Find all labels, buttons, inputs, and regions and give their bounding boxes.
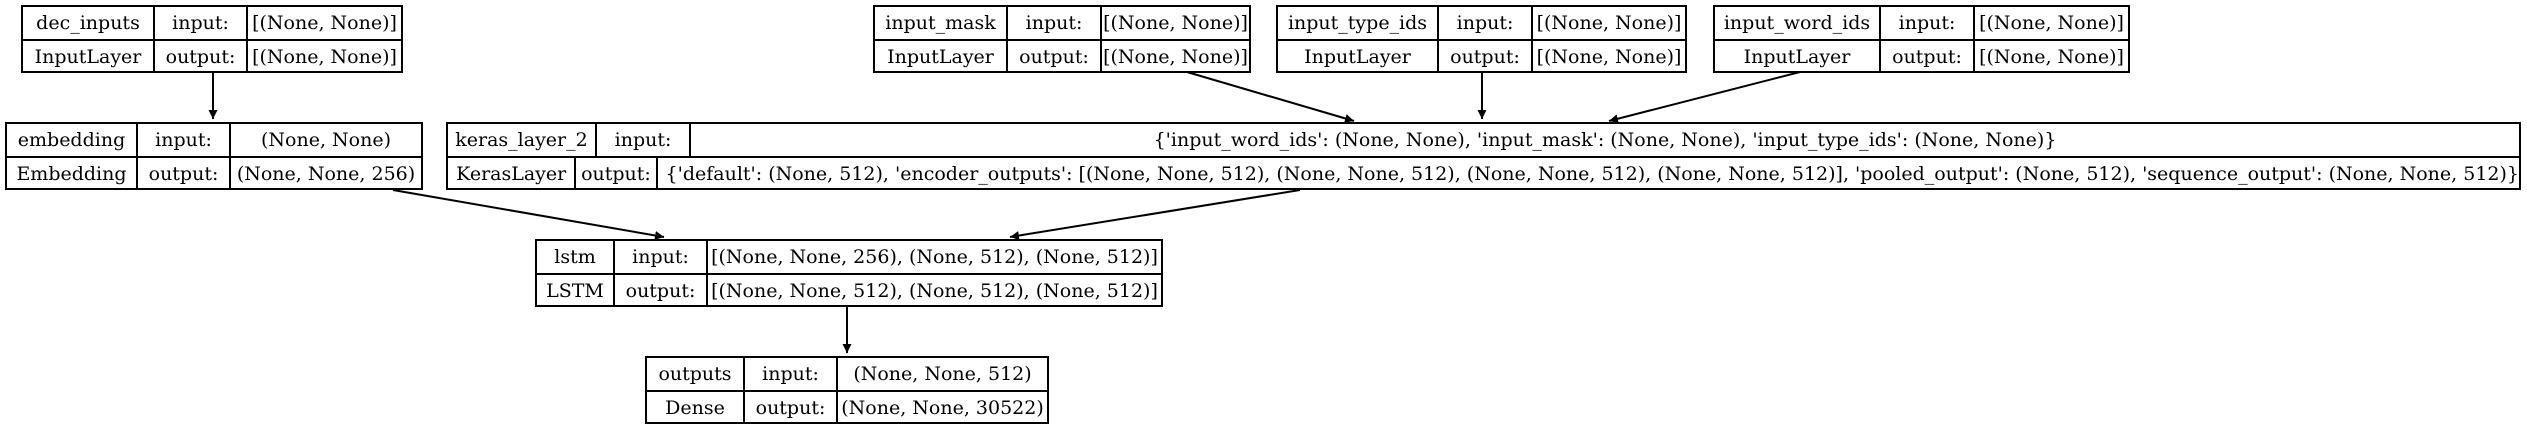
output-label: output:	[136, 158, 229, 190]
layer-name: dec_inputs	[36, 11, 140, 34]
layer-type: Dense	[665, 396, 725, 419]
layer-name: outputs	[658, 362, 732, 385]
row-divider	[1278, 39, 1685, 41]
output-label: output:	[1437, 41, 1531, 73]
row-divider	[537, 273, 1161, 275]
input-label: input:	[1437, 7, 1531, 39]
output-label: output:	[1879, 41, 1973, 73]
input-shape: [(None, None)]	[246, 7, 401, 39]
edge-input_mask-keras_layer_2	[1186, 71, 1355, 123]
output-label: output:	[613, 275, 706, 307]
layer-name: input_word_ids	[1723, 11, 1871, 34]
layer-node-input_type_ids: input_type_ids input: [(None, None)] Inp…	[1276, 5, 1687, 73]
row-divider	[448, 156, 2519, 158]
layer-node-dec_inputs: dec_inputs input: [(None, None)] InputLa…	[21, 5, 403, 73]
edge-keras_layer_2-lstm	[1009, 189, 1301, 241]
layer-type: LSTM	[546, 279, 604, 302]
layer-name: embedding	[17, 128, 126, 151]
layer-name: keras_layer_2	[455, 128, 588, 151]
layer-node-lstm: lstm input: [(None, None, 256), (None, 5…	[535, 239, 1163, 307]
input-label: input:	[1006, 7, 1100, 39]
input-label: input:	[136, 124, 229, 156]
input-shape: {'input_word_ids': (None, None), 'input_…	[689, 124, 2519, 156]
input-shape: [(None, None, 256), (None, 512), (None, …	[706, 241, 1161, 273]
output-shape: [(None, None)]	[1100, 41, 1249, 73]
layer-node-input_word_ids: input_word_ids input: [(None, None)] Inp…	[1713, 5, 2130, 73]
output-shape: {'default': (None, 512), 'encoder_output…	[655, 158, 2519, 190]
row-divider	[23, 39, 401, 41]
output-shape: [(None, None)]	[1973, 41, 2128, 73]
layer-type: InputLayer	[1743, 45, 1851, 68]
layer-node-outputs: outputs input: (None, None, 512) Dense o…	[645, 356, 1049, 424]
input-shape: [(None, None)]	[1973, 7, 2128, 39]
row-divider	[647, 390, 1047, 392]
layer-name: input_mask	[885, 11, 996, 34]
layer-type: KerasLayer	[456, 162, 567, 185]
input-label: input:	[743, 358, 836, 390]
input-label: input:	[595, 124, 689, 156]
output-label: output:	[574, 158, 655, 190]
output-label: output:	[743, 392, 836, 424]
row-divider	[875, 39, 1249, 41]
output-label: output:	[153, 41, 246, 73]
output-shape: [(None, None)]	[246, 41, 401, 73]
layer-name: lstm	[554, 245, 596, 268]
output-shape: (None, None, 256)	[229, 158, 421, 190]
input-label: input:	[153, 7, 246, 39]
layer-name: input_type_ids	[1287, 11, 1428, 34]
layer-node-input_mask: input_mask input: [(None, None)] InputLa…	[873, 5, 1251, 73]
input-shape: (None, None)	[229, 124, 421, 156]
layer-type: Embedding	[16, 162, 127, 185]
input-shape: (None, None, 512)	[836, 358, 1047, 390]
layer-node-embedding: embedding input: (None, None) Embedding …	[5, 122, 423, 190]
edge-input_word_ids-keras_layer_2	[1608, 71, 1801, 124]
edge-embedding-lstm	[392, 189, 665, 240]
input-shape: [(None, None)]	[1100, 7, 1249, 39]
layer-type: InputLayer	[887, 45, 994, 68]
input-label: input:	[613, 241, 706, 273]
input-label: input:	[1879, 7, 1973, 39]
input-shape: [(None, None)]	[1531, 7, 1685, 39]
layer-node-keras_layer_2: keras_layer_2 input: {'input_word_ids': …	[446, 122, 2521, 190]
row-divider	[1715, 39, 2128, 41]
output-shape: (None, None, 30522)	[836, 392, 1047, 424]
output-shape: [(None, None)]	[1531, 41, 1685, 73]
layer-type: InputLayer	[34, 45, 142, 68]
output-label: output:	[1006, 41, 1100, 73]
layer-type: InputLayer	[1304, 45, 1411, 68]
output-shape: [(None, None, 512), (None, 512), (None, …	[706, 275, 1161, 307]
row-divider	[7, 156, 421, 158]
